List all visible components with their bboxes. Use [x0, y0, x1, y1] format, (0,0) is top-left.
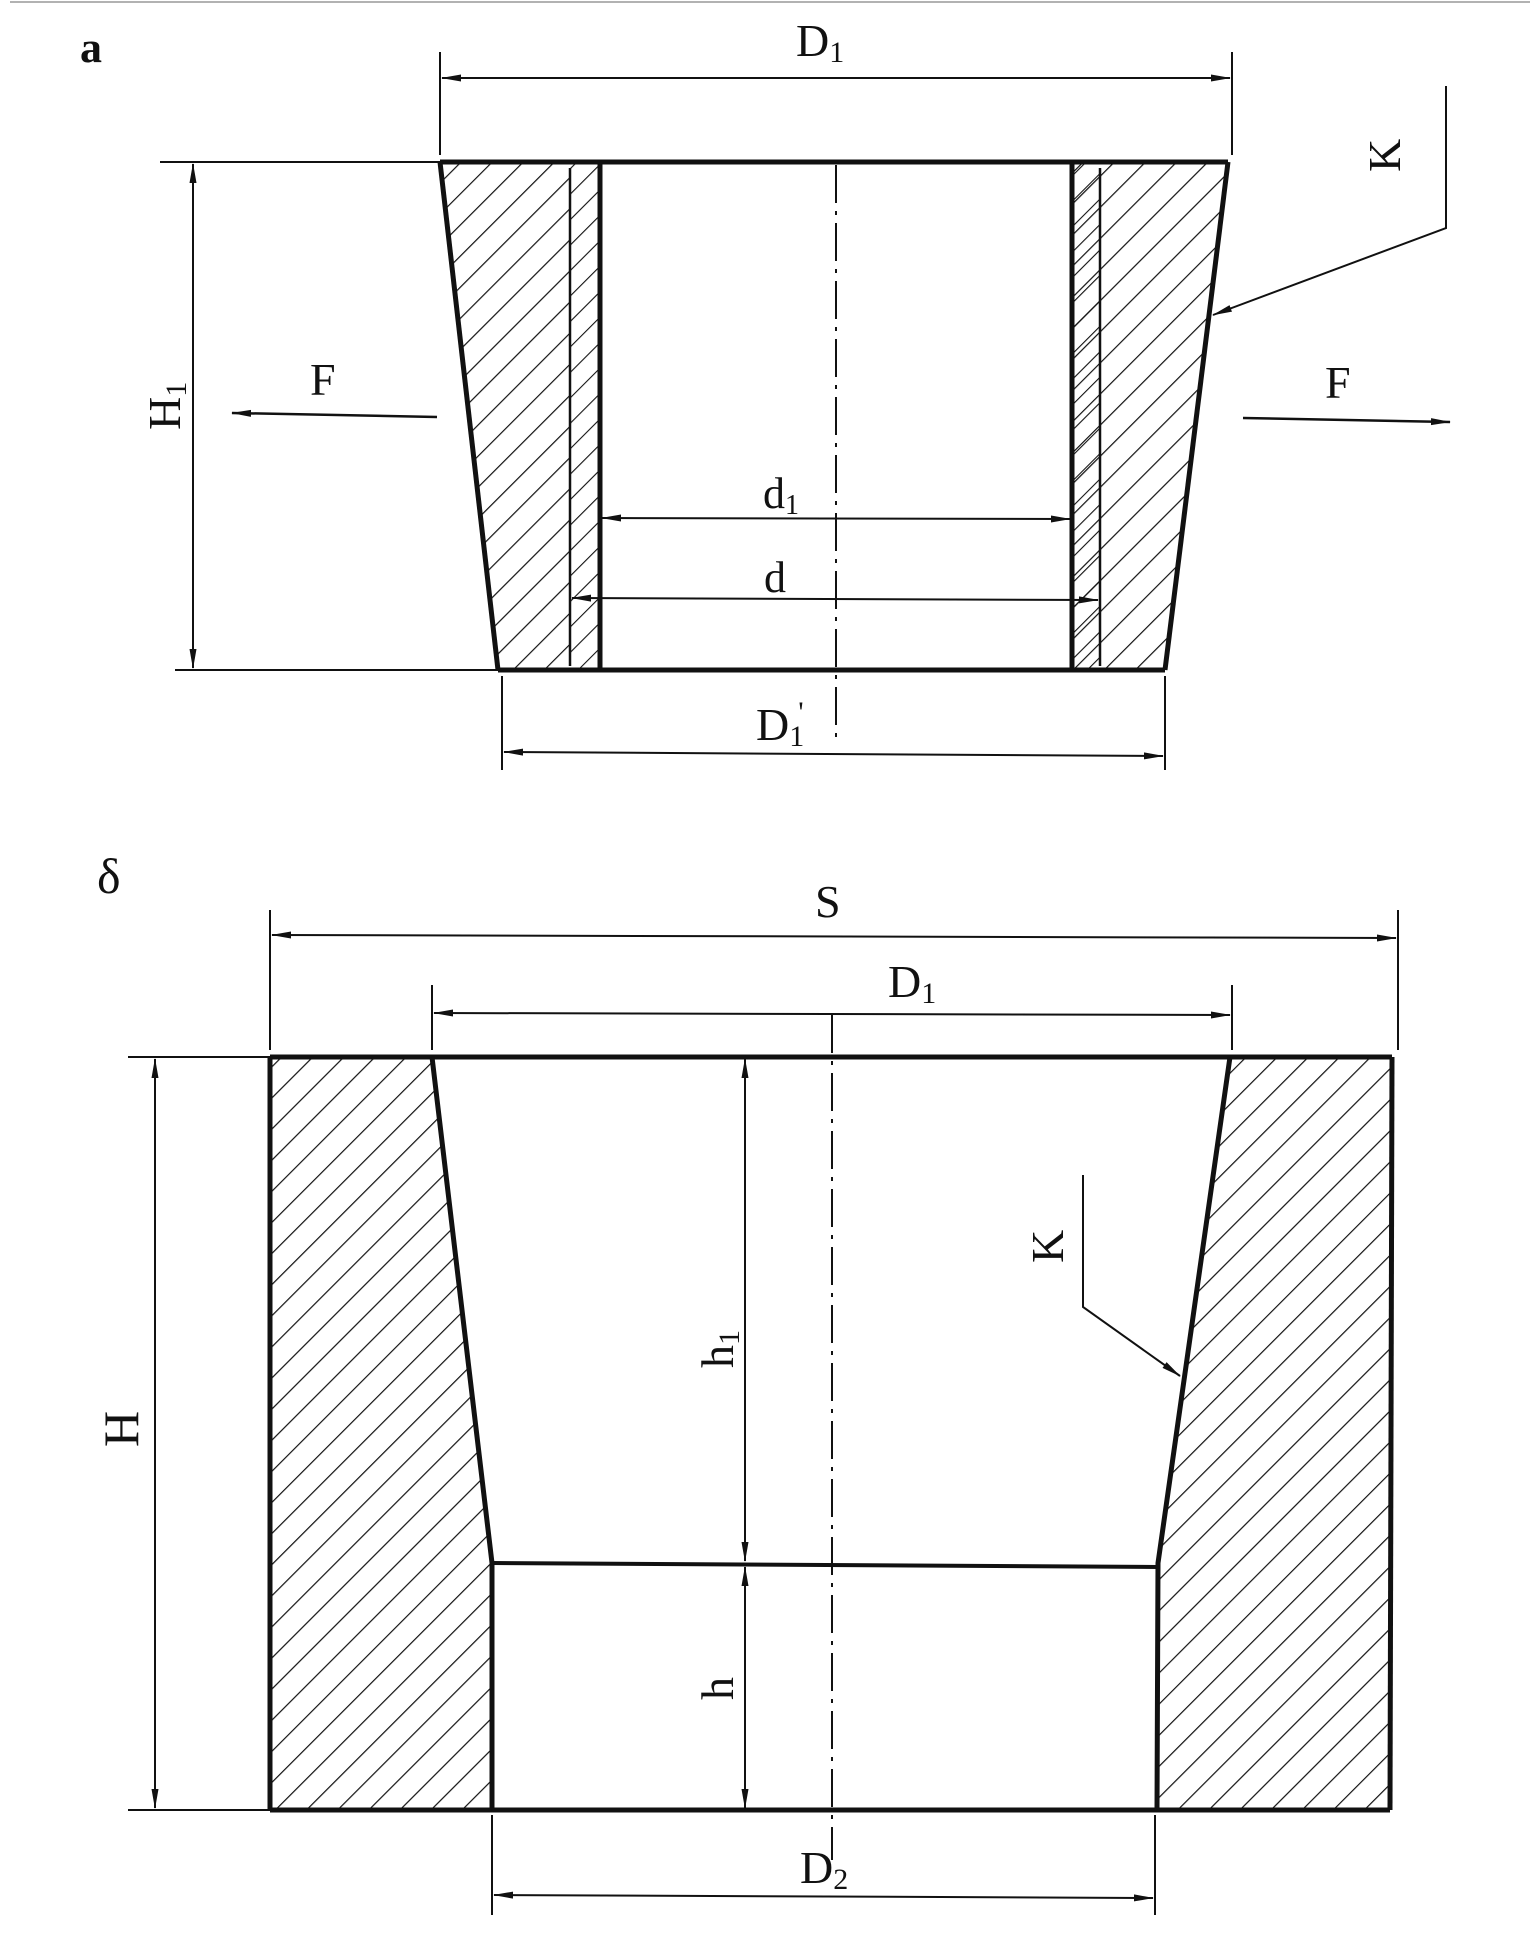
left-outer-wall-hatch: [440, 162, 570, 670]
svg-text:H: H: [93, 1411, 149, 1447]
d2-dimension-line: [493, 1891, 1154, 1902]
label-H: H: [93, 1411, 149, 1447]
right-inner-liner-hatch: [1072, 162, 1100, 670]
label-D1-top: D1: [796, 15, 844, 69]
label-S: S: [815, 876, 841, 927]
label-d1: d1: [763, 469, 799, 521]
panel-b-label: δ: [97, 848, 121, 904]
svg-text:h1: h1: [692, 1330, 746, 1368]
force-arrow-right: [1242, 416, 1451, 426]
d-dimension-line: [571, 594, 1099, 604]
label-h: h: [692, 1677, 743, 1700]
label-K-a: K: [1359, 139, 1410, 172]
d1-dimension-line-b: [433, 1009, 1231, 1019]
panel-a-label: a: [80, 23, 102, 72]
d1-inner-dimension-line: [601, 514, 1071, 523]
svg-text:H1: H1: [139, 382, 193, 430]
d1-prime-dimension-line: [503, 748, 1164, 760]
left-wall-hatch: [270, 1057, 492, 1810]
left-inner-liner-hatch: [570, 162, 600, 670]
right-cavity-profile: [1154, 1056, 1233, 1811]
right-wall-hatch: [1157, 1057, 1392, 1810]
svg-text:h: h: [692, 1677, 743, 1700]
right-taper-edge: [1162, 161, 1231, 671]
label-H1: H1: [139, 382, 193, 430]
label-K-b: K: [1022, 1230, 1073, 1263]
force-arrow-left: [231, 409, 438, 419]
panel-a: a D1 H1 F F: [80, 15, 1451, 770]
label-F-right: F: [1325, 357, 1351, 408]
svg-text:K: K: [1359, 139, 1410, 172]
left-taper-edge: [437, 161, 501, 671]
k-leader-line-b: [1082, 1175, 1181, 1377]
k-leader-line: [1212, 86, 1447, 316]
label-d: d: [764, 553, 786, 602]
right-outer-wall-hatch: [1070, 162, 1228, 670]
panel-b: δ S D1 H h1: [93, 848, 1399, 1915]
svg-text:K: K: [1022, 1230, 1073, 1263]
outer-right-edge: [1387, 1056, 1395, 1811]
label-D2: D2: [800, 1842, 848, 1896]
label-D1-b: D1: [888, 956, 936, 1010]
cavity-step-line: [491, 1561, 1159, 1569]
label-h1: h1: [692, 1330, 746, 1368]
label-D1-prime: D1': [756, 696, 804, 753]
label-F-left: F: [310, 354, 336, 405]
s-dimension-line: [271, 931, 1397, 942]
